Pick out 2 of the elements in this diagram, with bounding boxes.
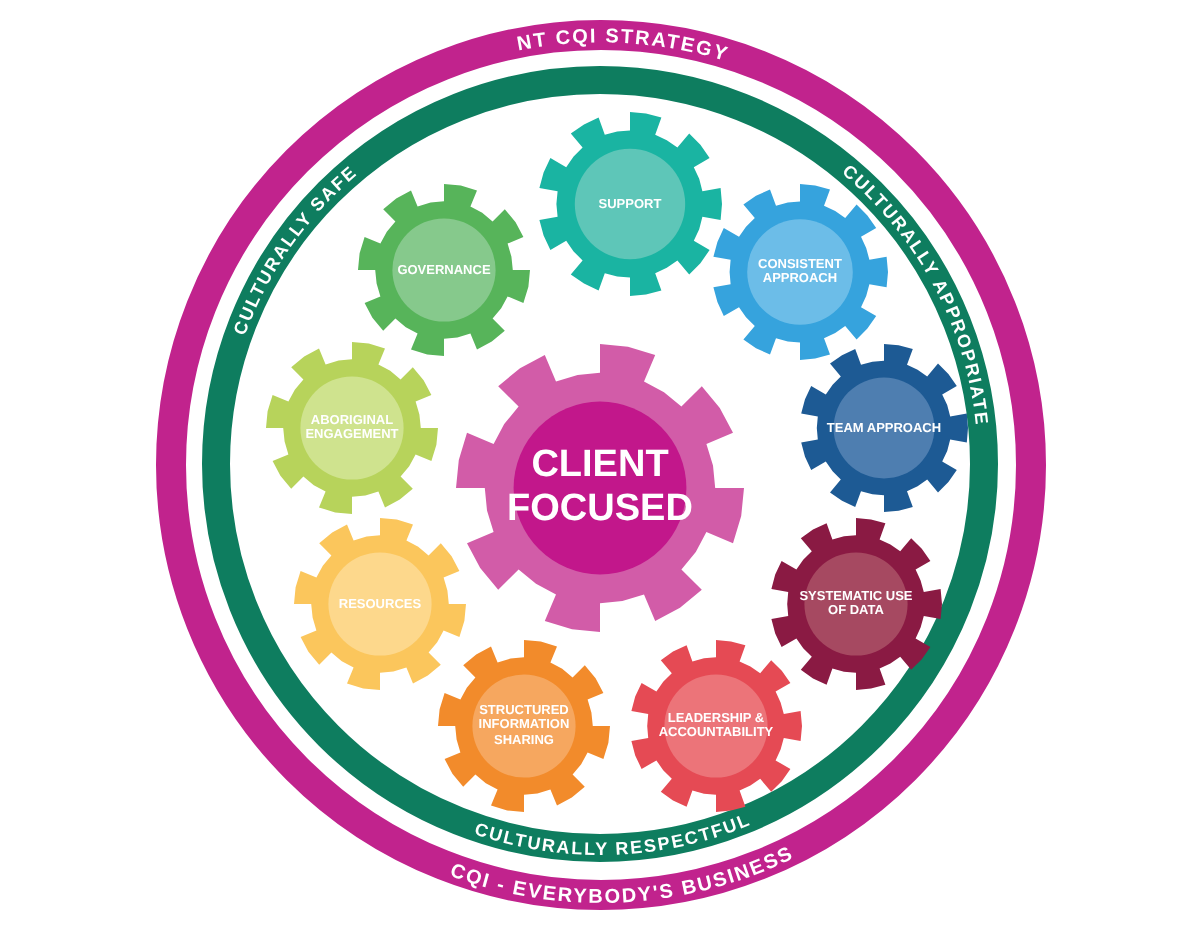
ring-label: NT CQI STRATEGY xyxy=(514,25,731,67)
gear-label: CLIENT FOCUSED xyxy=(505,444,695,532)
